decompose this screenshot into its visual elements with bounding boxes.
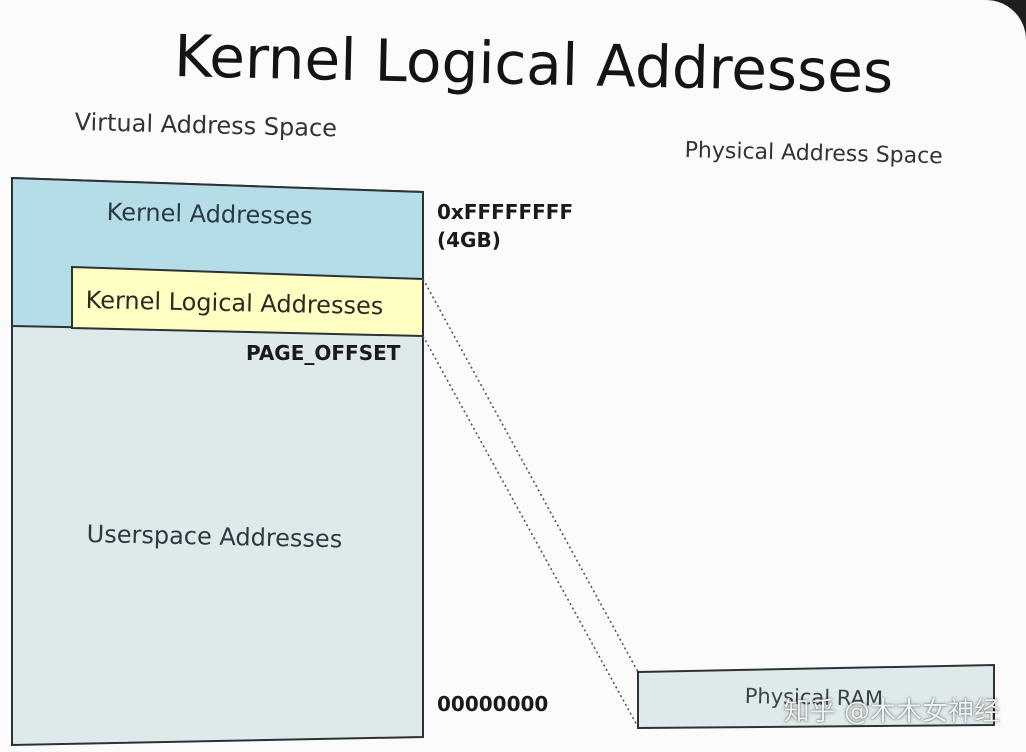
physical-ram-region	[637, 663, 995, 730]
watermark: 知乎 @木木女神经	[783, 697, 1000, 727]
page-offset-label: PAGE_OFFSET	[246, 341, 401, 365]
mapping-line-top	[422, 278, 639, 673]
mapping-line-bottom	[422, 335, 639, 728]
userspace-addresses-label: Userspace Addresses	[86, 520, 343, 554]
bottom-address-label: 00000000	[437, 692, 549, 716]
kernel-addresses-label: Kernel Addresses	[106, 198, 313, 231]
top-address-size-label: (4GB)	[437, 228, 501, 252]
top-address-label: 0xFFFFFFFF	[437, 200, 574, 224]
